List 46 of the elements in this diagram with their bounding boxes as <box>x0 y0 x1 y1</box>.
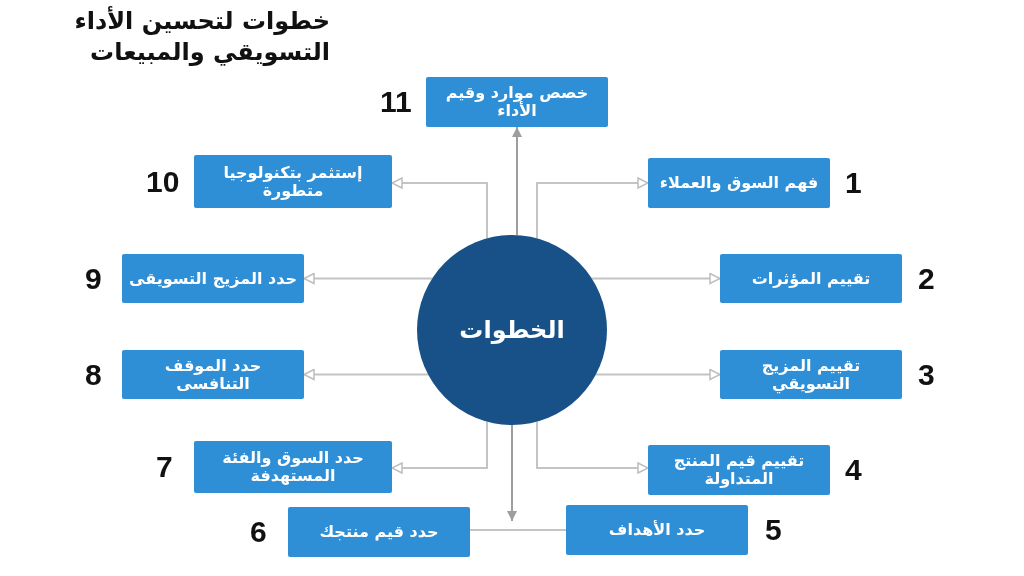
center-label: الخطوات <box>459 316 565 344</box>
step-label: فهم السوق والعملاء <box>659 174 819 192</box>
arrow <box>391 177 488 240</box>
step-label: حدد قيم منتجك <box>319 523 439 541</box>
step-label: إستثمر بتكنولوجيا متطورة <box>222 163 364 200</box>
step-label: خصص موارد وقيم الأداء <box>444 84 590 120</box>
step-number: 8 <box>85 359 102 390</box>
arrow <box>590 272 721 285</box>
step-number: 4 <box>845 455 862 485</box>
step-label: حدد الموقف التنافسى <box>163 356 263 393</box>
step-number: 7 <box>156 452 173 482</box>
step-box <box>288 507 470 557</box>
step-label: تقييم قيم المنتج المتداولة <box>672 452 806 488</box>
step-label: تقييم المؤثرات <box>751 269 871 288</box>
arrow <box>594 368 721 381</box>
step-number: 11 <box>380 87 412 117</box>
step-label: حدد الأهداف <box>608 521 706 539</box>
step-number: 1 <box>845 168 862 198</box>
arrow <box>391 420 488 474</box>
arrow <box>536 420 649 474</box>
step-box <box>122 350 304 399</box>
step-box <box>648 158 830 208</box>
step-box <box>648 445 830 495</box>
arrow <box>512 126 522 237</box>
step-box <box>720 350 902 399</box>
arrow <box>303 272 434 285</box>
step-number: 10 <box>146 166 180 197</box>
arrow <box>303 368 430 381</box>
step-box <box>426 77 608 127</box>
step-number: 2 <box>918 263 935 294</box>
step-label: تقييم المزيج التسويقي <box>760 356 862 393</box>
step-number: 9 <box>85 263 102 294</box>
step-box <box>194 441 392 493</box>
step-box <box>720 254 902 303</box>
arrow <box>536 177 649 240</box>
step-number: 5 <box>765 515 782 545</box>
step-label: حدد المزيج التسويقى <box>129 269 297 288</box>
diagram-title: خطوات لتحسين الأداء التسويقي والمبيعات <box>73 6 330 69</box>
arrow <box>507 424 517 522</box>
step-number: 3 <box>918 359 935 390</box>
connector-line <box>469 529 567 531</box>
step-box <box>566 505 748 555</box>
step-label: حدد السوق والفئة المستهدفة <box>221 449 365 485</box>
step-box <box>194 155 392 208</box>
step-box <box>122 254 304 303</box>
step-number: 6 <box>250 517 267 547</box>
